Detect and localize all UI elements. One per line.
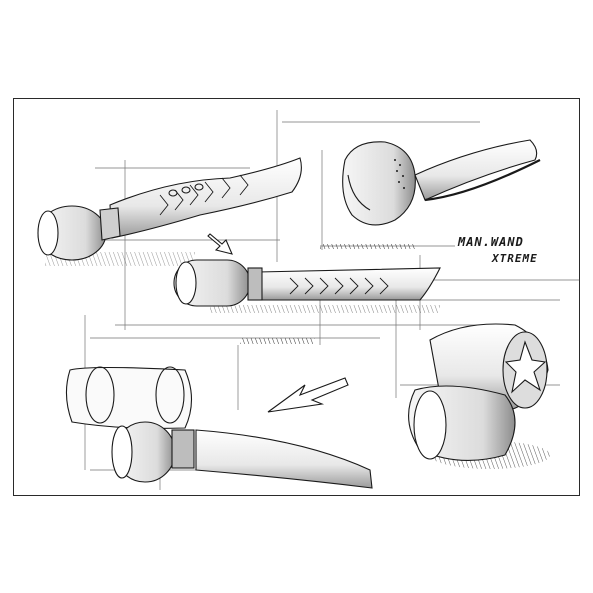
arrow-down-left-icon <box>267 377 349 413</box>
arrow-down-right-icon <box>207 233 233 255</box>
title-line-2: XTREME <box>491 252 538 265</box>
wand-head-sketch-bottom-right <box>408 323 550 469</box>
wand-sketch-middle <box>173 259 441 307</box>
wand-sketch-bottom-left <box>65 366 373 489</box>
wand-sketch-top-left <box>37 157 302 261</box>
wand-head-sketch-top-right <box>342 139 541 226</box>
title-line-1: MAN.WAND <box>457 235 524 249</box>
sketch-title: MAN.WAND XTREME <box>457 235 538 265</box>
